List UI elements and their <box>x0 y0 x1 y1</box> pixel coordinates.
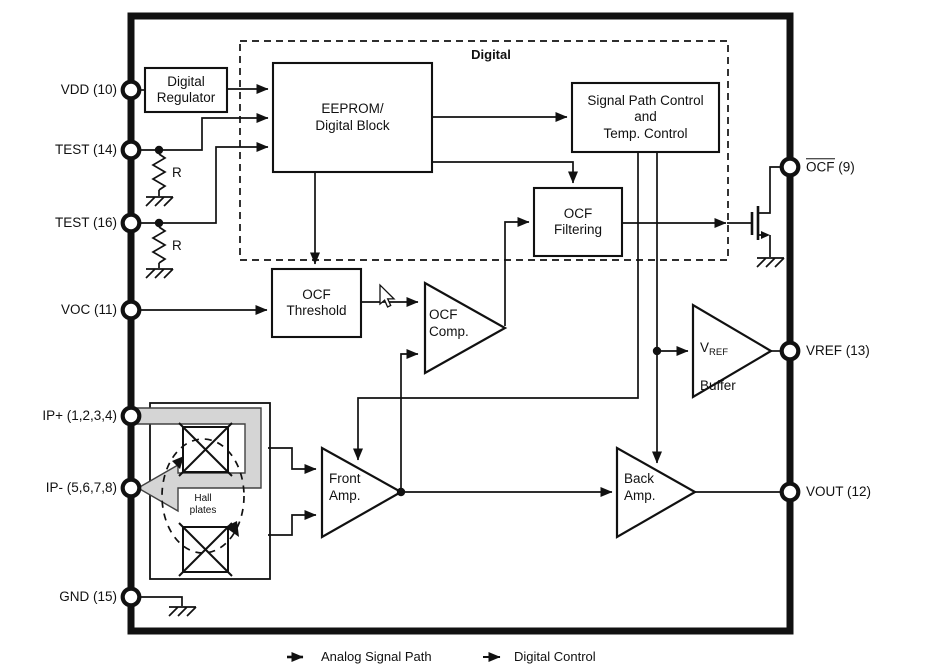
ocf-filtering-label: OCF Filtering <box>553 205 602 237</box>
hall-plates-assembly <box>135 402 271 580</box>
front-amp-triangle <box>320 446 404 539</box>
vref-sub-text: REF <box>709 347 729 359</box>
vref-buffer-line1: VREF <box>700 339 736 359</box>
signal-wires <box>135 84 784 606</box>
wire-test14-to-eeprom <box>135 113 269 151</box>
primary-current-loop <box>135 407 262 513</box>
wire-control-to-front-amp <box>353 152 639 461</box>
digital-regulator-box <box>143 66 229 114</box>
ground-icon <box>145 196 174 207</box>
wire-gnd <box>135 596 183 606</box>
back-amp-triangle <box>615 446 698 539</box>
pin-label-vdd: VDD (10) <box>60 81 117 97</box>
pin-gnd <box>120 586 142 608</box>
signal-path-control-box <box>570 81 721 154</box>
ocf-pin-number: (9) <box>834 159 855 175</box>
vref-buffer-label: VREF Buffer <box>700 322 736 411</box>
ground-icon <box>756 257 785 268</box>
pin-label-test14: TEST (14) <box>54 141 117 157</box>
ocf-output-mosfet <box>727 166 784 257</box>
pin-vref <box>779 340 801 362</box>
hall-plate-bottom <box>178 522 233 577</box>
pin-vout <box>779 481 801 503</box>
pin-ocf <box>779 156 801 178</box>
wire-comp-to-filtering <box>504 217 530 326</box>
vref-buffer-triangle <box>691 303 774 399</box>
pin-vdd <box>120 79 142 101</box>
chip-outline <box>127 12 794 635</box>
digital-region-outline <box>239 40 729 261</box>
wire-hall-to-frontamp-upper <box>268 447 317 474</box>
pin-label-ocf: OCF (9) <box>806 158 855 175</box>
legend-digital-label: Digital Control <box>514 649 596 665</box>
pin-test14 <box>120 139 142 161</box>
ground-icon <box>168 606 197 617</box>
wire-frontamp-to-comp <box>400 349 419 492</box>
ocf-filtering-box <box>532 186 624 258</box>
eeprom-label: EEPROM/ Digital Block <box>315 101 390 133</box>
pin-label-voc: VOC (11) <box>60 301 117 317</box>
back-amp-label: Back Amp. <box>624 471 656 504</box>
wire-test16-to-eeprom <box>135 142 269 224</box>
pin-label-gnd: GND (15) <box>59 588 117 604</box>
front-amp-label: Front Amp. <box>329 471 361 504</box>
digital-regulator-label: Digital Regulator <box>156 73 216 105</box>
ocf-overline-text: OCF <box>806 158 835 175</box>
ground-icon <box>145 268 174 279</box>
resistor-label: R <box>172 237 182 253</box>
wire-eeprom-to-filtering <box>432 161 578 184</box>
wire-hall-to-frontamp-lower <box>268 510 317 536</box>
pin-label-vref: VREF (13) <box>806 342 870 358</box>
rotation-arrow-icon <box>172 456 184 469</box>
ocf-threshold-box <box>270 267 363 339</box>
pin-voc <box>120 299 142 321</box>
legend-analog-label: Analog Signal Path <box>321 649 432 665</box>
pin-ip-plus <box>120 405 142 427</box>
pin-label-vout: VOUT (12) <box>806 483 872 499</box>
ocf-threshold-label: OCF Threshold <box>286 286 347 318</box>
pin-ip-minus <box>120 477 142 499</box>
ocf-comparator-triangle <box>423 281 508 375</box>
hall-plate-top <box>178 422 233 477</box>
rotation-arrow-icon <box>225 521 239 537</box>
vref-buffer-line2: Buffer <box>700 377 736 393</box>
digital-region-label: Digital <box>471 47 511 62</box>
mouse-cursor-icon <box>379 283 396 308</box>
resistor-test14 <box>152 153 166 191</box>
pin-label-ip-plus: IP+ (1,2,3,4) <box>42 407 117 423</box>
pin-label-test16: TEST (16) <box>54 214 117 230</box>
eeprom-box <box>271 61 434 174</box>
pin-label-ip-minus: IP- (5,6,7,8) <box>45 479 117 495</box>
chopper-rotation-ellipse <box>161 438 245 554</box>
ocf-comparator-label: OCF Comp. <box>429 307 469 340</box>
resistor-label: R <box>172 164 182 180</box>
resistor-test16 <box>152 226 166 264</box>
hall-plates-label: Hall plates <box>189 493 217 516</box>
junction-dots <box>154 145 662 497</box>
vref-v-text: V <box>700 340 710 356</box>
pin-test16 <box>120 212 142 234</box>
signal-path-control-label: Signal Path Control and Temp. Control <box>587 92 704 141</box>
